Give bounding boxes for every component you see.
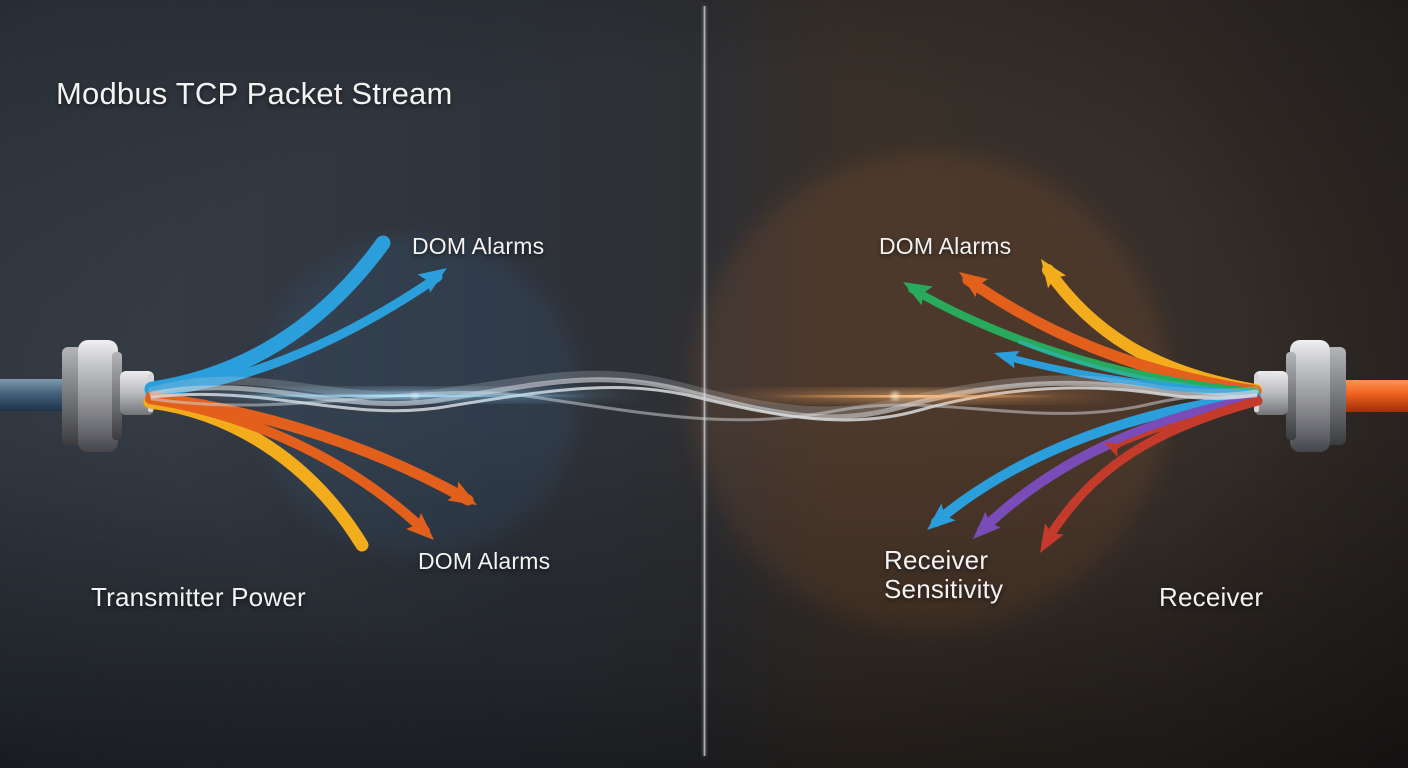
rx-red-small-arrowhead — [1104, 442, 1125, 458]
transmitter-cable — [0, 379, 70, 411]
tx-blue-arrowhead — [417, 268, 447, 293]
blue-flare — [412, 393, 418, 399]
blue-streak-core — [210, 394, 590, 398]
rx-dom-strand-orange — [962, 274, 1262, 397]
label-tx-dom-alarms-top: DOM Alarms — [412, 233, 545, 259]
label-receiver: Receiver — [1159, 582, 1264, 612]
receiver-arrowheads — [903, 259, 1125, 553]
receiver-cable — [1340, 380, 1408, 412]
page-title: Modbus TCP Packet Stream — [56, 76, 453, 111]
tx-dom-alarm-strand-wide — [144, 235, 391, 397]
tx-step-ring — [112, 352, 122, 440]
label-receiver-sensitivity-line1: Receiver — [884, 545, 989, 575]
rx-step-ring — [1286, 352, 1296, 440]
rx-amber-arrowhead — [1041, 259, 1067, 289]
fiber-strand-main — [149, 377, 1259, 420]
tx-body — [78, 340, 118, 452]
receiver-arrows — [908, 264, 1263, 547]
rx-sens-strand-red-thin — [1110, 401, 1260, 450]
rx-purple-arrowhead — [973, 511, 1001, 539]
tx-orange-arrowhead-2 — [447, 481, 477, 505]
tx-flange — [62, 347, 82, 445]
rx-red-arrowhead — [1040, 523, 1064, 553]
fiber-glow-streaks — [170, 391, 1130, 400]
label-receiver-sensitivity-line2: Sensitivity — [884, 574, 1004, 605]
rx-nozzle — [1254, 371, 1288, 415]
rx-body — [1290, 340, 1330, 452]
orange-streak-core — [770, 395, 1060, 398]
tx-orange-arrowhead-1 — [406, 512, 434, 540]
rx-blue-short-arrowhead — [994, 350, 1020, 369]
rx-flange — [1326, 347, 1346, 445]
rx-sens-strand-purple — [977, 394, 1261, 535]
rx-green-arrowhead — [903, 282, 933, 306]
label-rx-dom-alarms: DOM Alarms — [879, 233, 1012, 259]
rx-orange-arrowhead — [959, 272, 989, 298]
label-tx-dom-alarms-bottom: DOM Alarms — [418, 548, 551, 574]
rx-dom-strand-blue-short — [1000, 352, 1260, 398]
rx-blue-low-arrowhead — [927, 503, 956, 530]
fiber-strand-bright — [150, 386, 1258, 422]
orange-flare — [891, 392, 899, 400]
receiver-connector — [1254, 340, 1408, 452]
transmitter-arrowheads — [406, 268, 477, 540]
rx-sens-strand-blue — [931, 392, 1261, 527]
label-receiver-sensitivity: Receiver Sensitivity — [884, 545, 1004, 605]
center-divider-line — [703, 6, 706, 756]
label-transmitter-power: Transmitter Power — [91, 582, 306, 612]
